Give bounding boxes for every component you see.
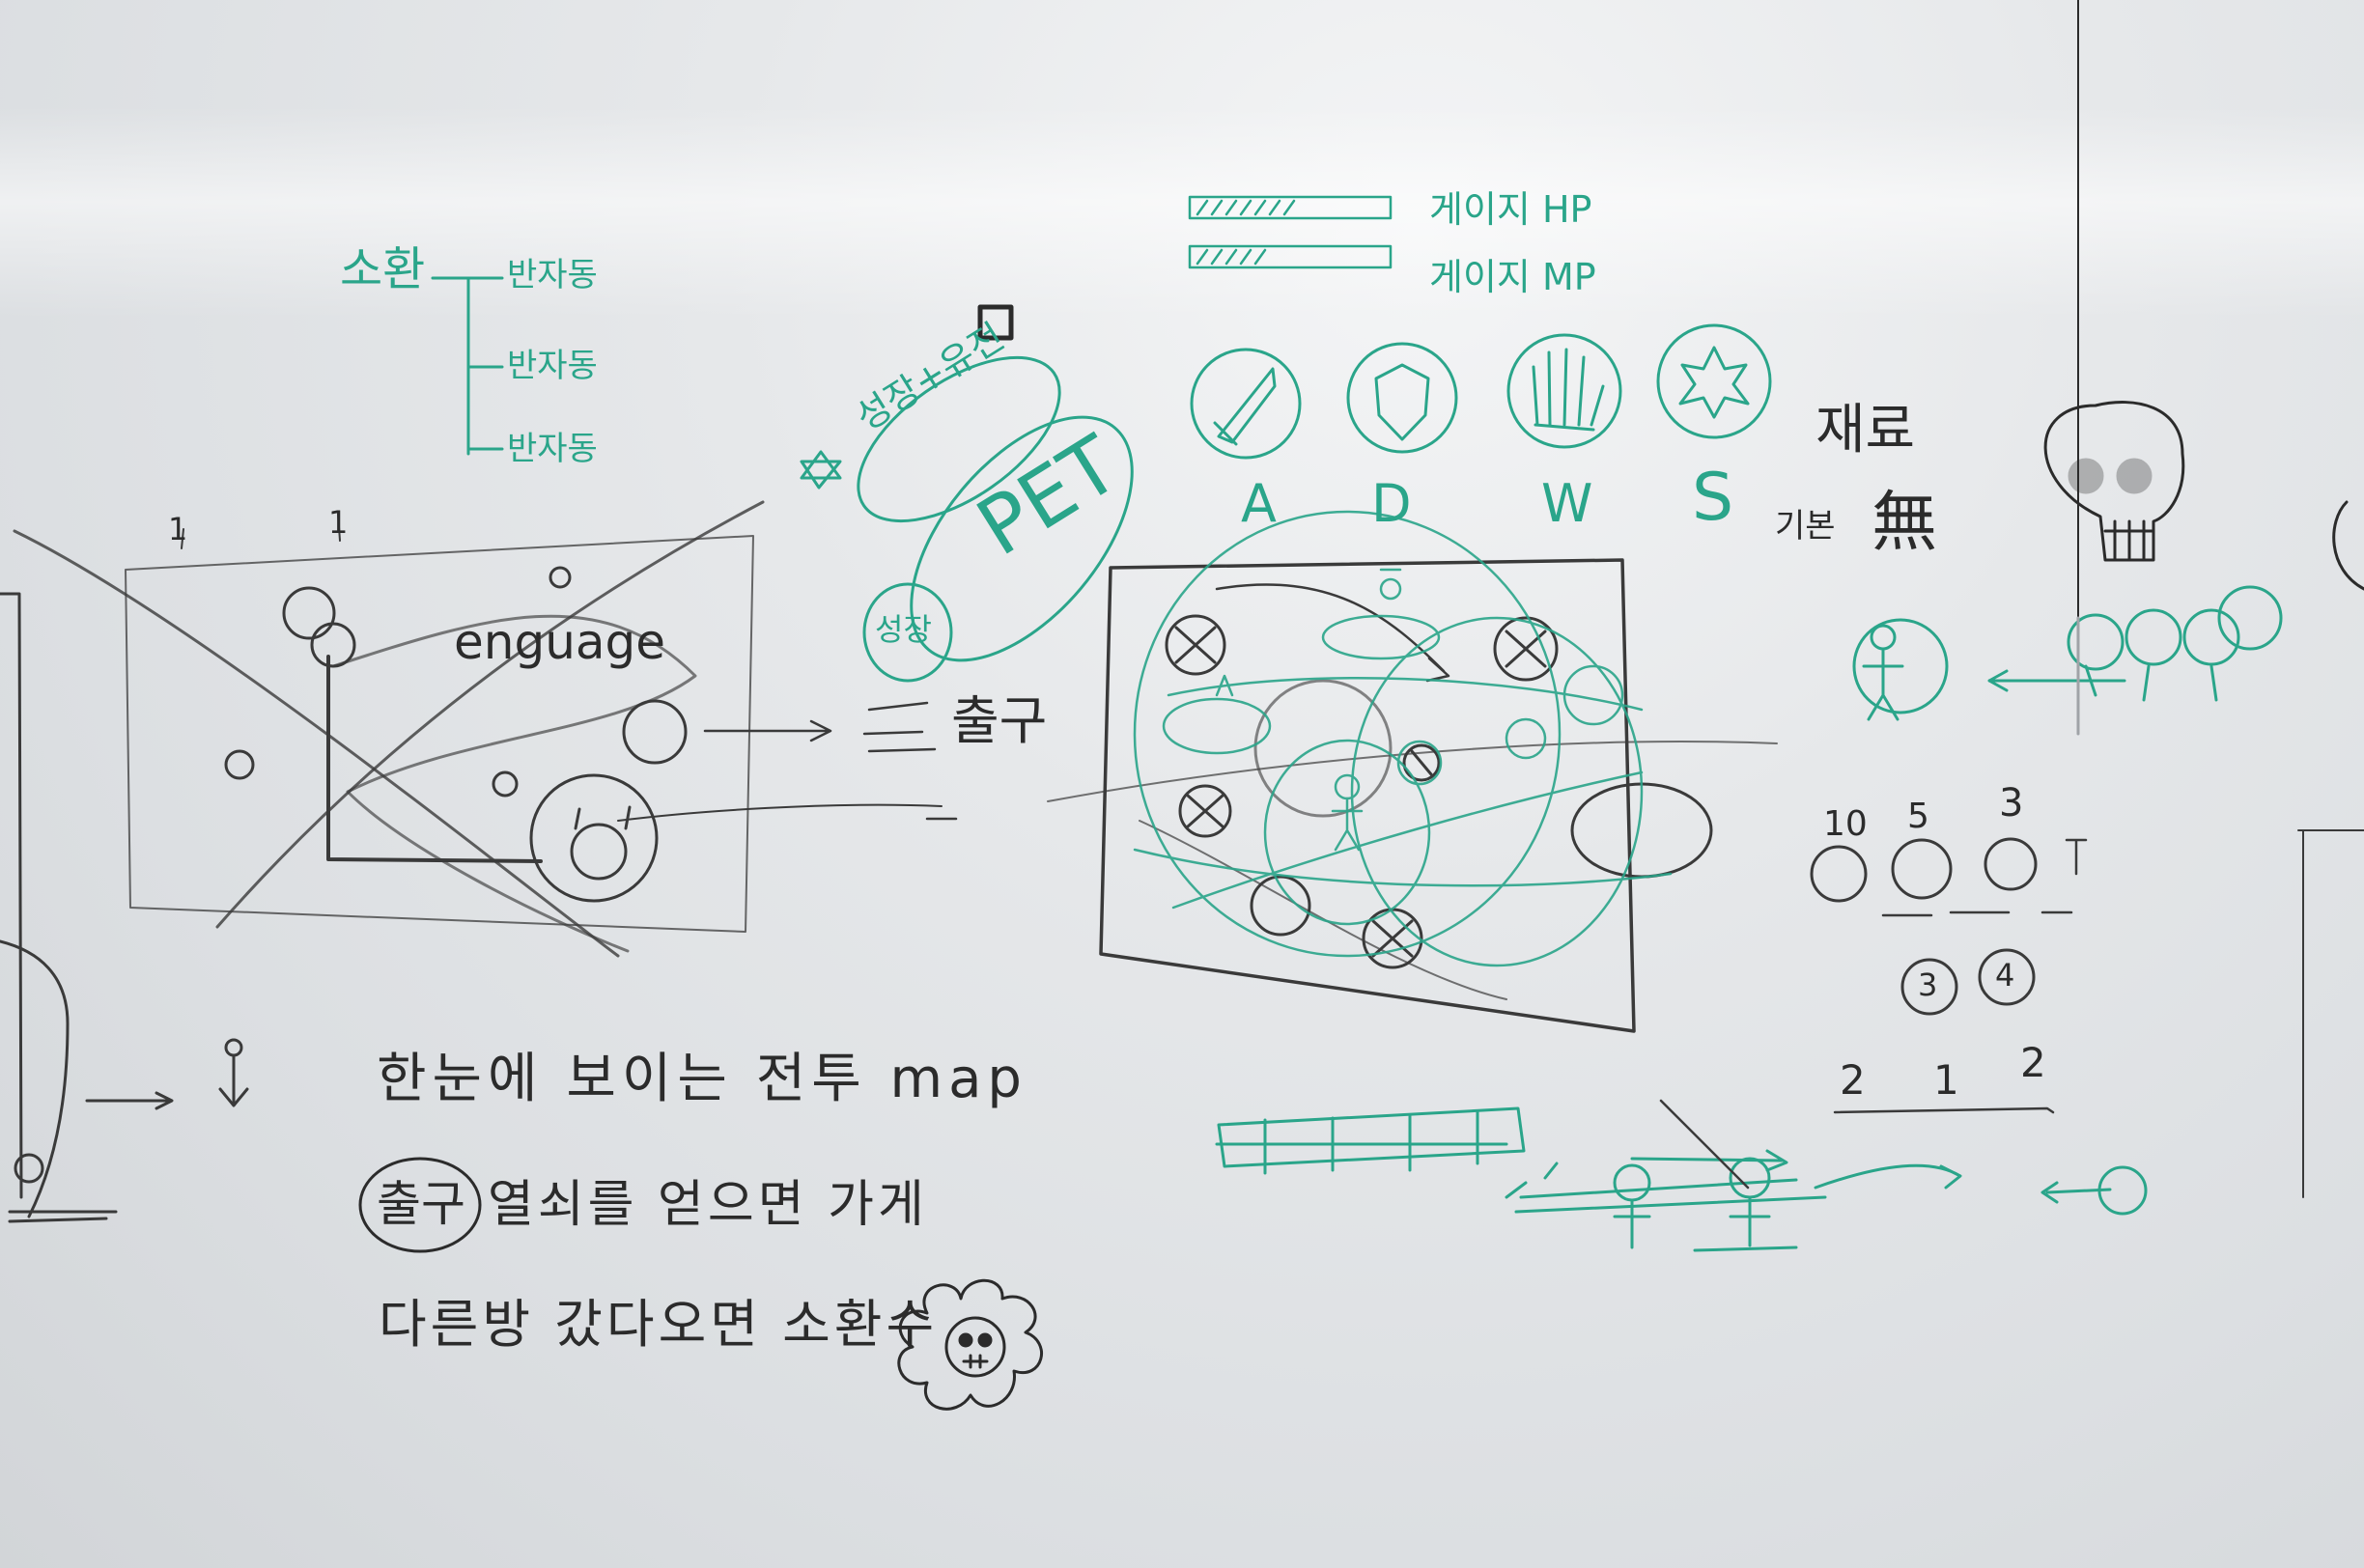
stat-letter-w: W bbox=[1541, 473, 1593, 534]
skull-drawing bbox=[2043, 0, 2364, 736]
summon-branch-1: 반자동 bbox=[507, 256, 598, 294]
exit-label: 출구 bbox=[951, 690, 1048, 751]
sword-icon bbox=[1213, 367, 1277, 446]
battle-map bbox=[1047, 558, 1778, 1033]
stat-letter-a: A bbox=[1241, 473, 1277, 534]
gauges bbox=[1188, 195, 1393, 269]
timeline-number-2a: 2 bbox=[1840, 1056, 1866, 1104]
counter-3: 3 bbox=[1999, 781, 2024, 826]
circled-number-3: 3 bbox=[1918, 966, 1938, 1003]
engage-label: enguage bbox=[454, 614, 666, 670]
summon-root-label: 소환 bbox=[340, 242, 426, 296]
timeline bbox=[1215, 1099, 2148, 1252]
pet-bubble-growth: 성장 bbox=[875, 611, 932, 648]
circled-number-4: 4 bbox=[1995, 957, 2015, 994]
hand-icon bbox=[1532, 348, 1605, 432]
materials-basic: 기본 bbox=[1775, 507, 1836, 546]
pet-bubbles bbox=[800, 355, 1134, 683]
summon-branch-3: 반자동 bbox=[507, 430, 598, 468]
note-line-3: 다른방 갔다오면 소환수 bbox=[379, 1294, 939, 1355]
star-icon bbox=[1678, 346, 1750, 419]
hp-gauge bbox=[1188, 195, 1393, 220]
monster-group bbox=[1852, 585, 2283, 721]
mp-gauge-label: 게이지 MP bbox=[1429, 256, 1596, 298]
room-number-2: 1 bbox=[328, 504, 349, 541]
note-line-2-circled: 출구 bbox=[377, 1176, 465, 1232]
materials-none: 無 bbox=[1872, 485, 1938, 561]
battle-map-green bbox=[1133, 510, 1673, 967]
room-sketch bbox=[13, 500, 943, 958]
circled-exit-outline bbox=[358, 1157, 482, 1253]
square-mark bbox=[977, 304, 1014, 341]
counter-10: 10 bbox=[1823, 804, 1868, 844]
stat-letter-d: D bbox=[1371, 473, 1412, 534]
mp-gauge bbox=[1188, 244, 1393, 269]
materials-title: 재료 bbox=[1815, 399, 1916, 462]
stat-letter-s: S bbox=[1692, 460, 1734, 536]
counter-circles bbox=[1810, 837, 2088, 1114]
summon-tree-lines bbox=[431, 276, 504, 456]
hp-gauge-label: 게이지 HP bbox=[1429, 188, 1592, 231]
shield-icon bbox=[1374, 363, 1430, 441]
counter-5: 5 bbox=[1907, 797, 1929, 836]
timeline-number-2b: 2 bbox=[2020, 1039, 2046, 1086]
right-margin-lines bbox=[2297, 829, 2364, 1198]
note-line-2: 열쇠를 얻으면 가게 bbox=[488, 1176, 928, 1234]
note-line-1: 한눈에 보이는 전투 map bbox=[377, 1048, 1027, 1110]
flower-skull-doodle bbox=[897, 1278, 1043, 1411]
exit-arrows bbox=[862, 701, 958, 821]
summon-branch-2: 반자동 bbox=[507, 347, 598, 385]
stat-icons bbox=[1190, 323, 1772, 460]
left-edge-sketch bbox=[0, 592, 249, 1223]
room-number-1: 1 bbox=[168, 511, 188, 547]
timeline-number-1: 1 bbox=[1933, 1056, 1959, 1104]
